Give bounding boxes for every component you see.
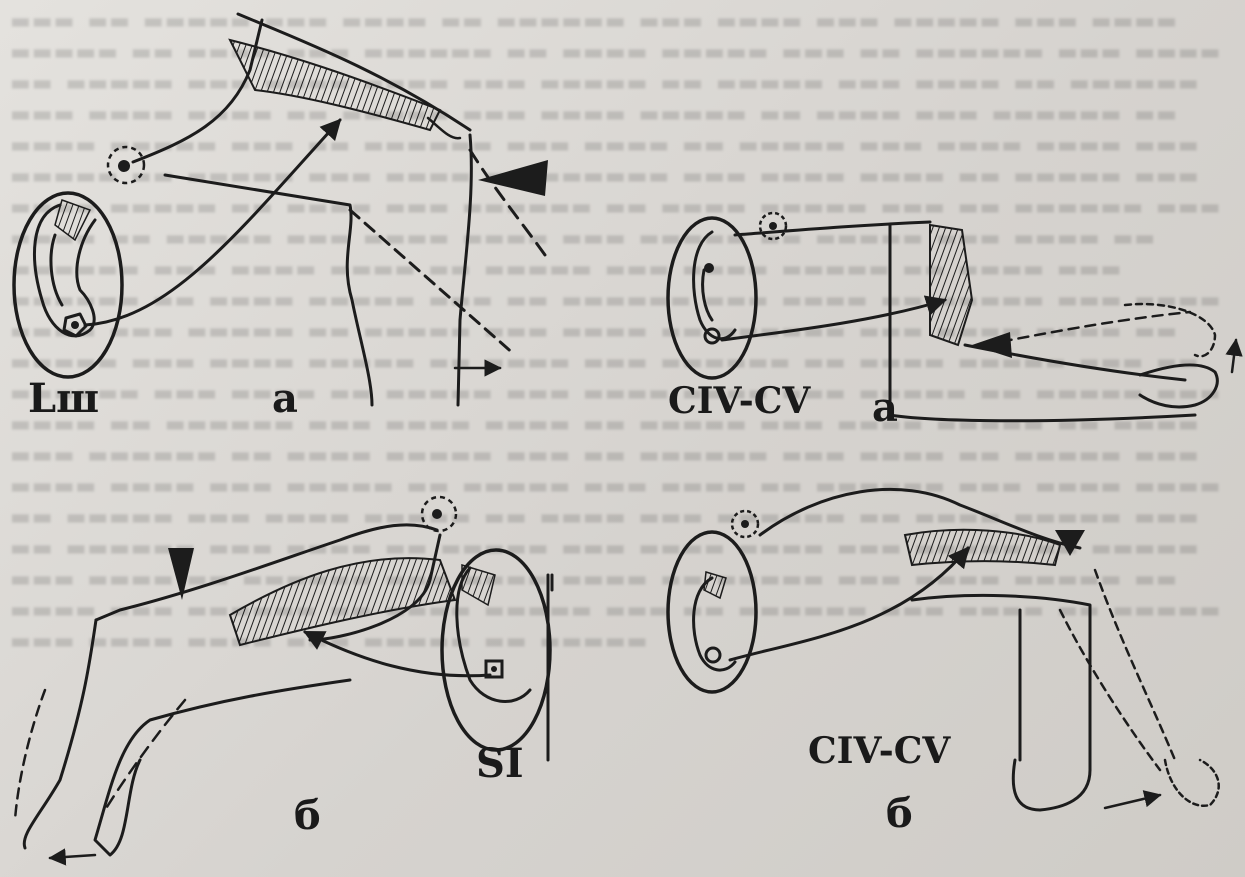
panel-letter-bottom-left: б [294,792,321,839]
ear-diagram-tr [668,218,756,378]
panel-letter-top-right: а [872,384,898,431]
hammer-triangle-bl [168,548,194,600]
segment-label-top-right: CIV-CV [668,380,810,422]
panel-top-left [14,14,548,405]
ear-diagram-br [668,532,756,692]
biceps-muscle-tr [930,225,972,345]
thigh-outline-tl [133,20,262,162]
panel-letter-top-left: а [272,375,298,422]
panel-letter-bottom-right: б [886,790,913,837]
segment-label-top-left: Lш [28,375,99,422]
hammer-triangle-tr [972,332,1012,358]
stimulation-point-tr [760,213,786,239]
segment-label-bottom-right: CIV-CV [808,730,950,772]
stimulation-point-tl [108,147,144,183]
panel-bottom-left [15,497,552,858]
quadriceps-muscle [230,40,440,130]
ear-diagram-bl [442,550,552,760]
stimulation-point-br [732,511,758,537]
segment-label-bottom-left: SI [476,740,524,787]
calf-muscle-bl [230,558,455,645]
hammer-triangle-tl [478,160,548,196]
ear-diagram-tl [14,193,122,377]
